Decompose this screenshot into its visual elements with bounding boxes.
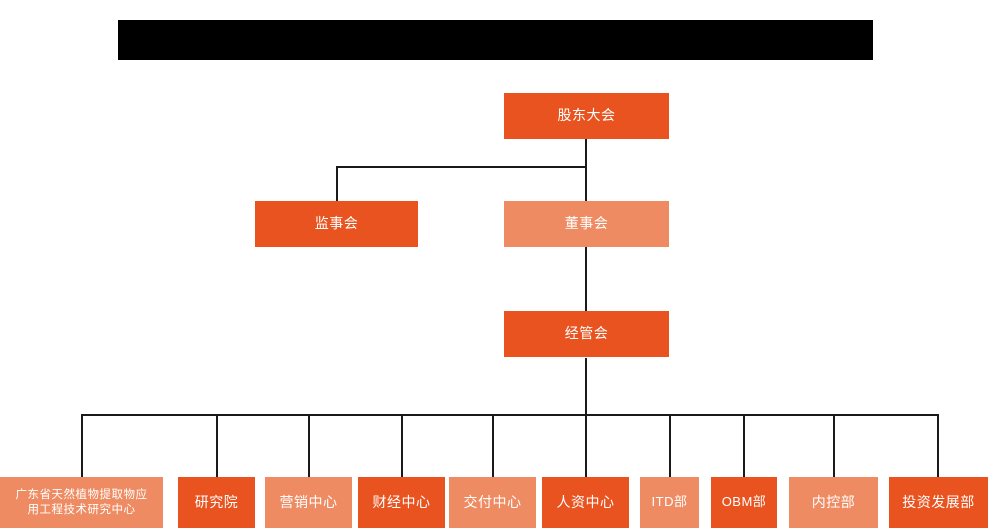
node-board-of-directors[interactable]: 董事会	[504, 201, 669, 247]
node-delivery-center[interactable]: 交付中心	[449, 477, 536, 528]
node-label: ITD部	[651, 494, 688, 510]
node-label: 研究院	[194, 493, 239, 510]
node-itd-department[interactable]: ITD部	[640, 477, 699, 528]
node-marketing-center[interactable]: 营销中心	[265, 477, 352, 528]
connector-drop-delivery-center	[492, 414, 494, 477]
node-internal-control-department[interactable]: 内控部	[789, 477, 878, 528]
node-finance-center[interactable]: 财经中心	[358, 477, 445, 528]
connector-drop-research-institute	[216, 414, 218, 477]
redacted-title-bar	[118, 20, 873, 60]
node-label: 监事会	[314, 215, 359, 232]
node-obm-department[interactable]: OBM部	[711, 477, 777, 528]
connector-drop-finance-center	[401, 414, 403, 477]
node-label: 人资中心	[556, 493, 615, 510]
node-label: 交付中心	[463, 493, 522, 510]
node-shareholders-meeting[interactable]: 股东大会	[504, 93, 669, 139]
node-investment-development-department[interactable]: 投资发展部	[889, 477, 988, 528]
node-engineering-research-center[interactable]: 广东省天然植物提取物应 用工程技术研究中心	[0, 477, 163, 528]
connector-level2-bus	[336, 166, 587, 168]
connector-bus-to-supervisors	[336, 166, 338, 201]
connector-drop-hr-center	[585, 414, 587, 477]
connector-shareholders-to-bus	[585, 139, 587, 167]
node-hr-center[interactable]: 人资中心	[542, 477, 629, 528]
node-label: 财经中心	[372, 493, 431, 510]
connector-directors-to-management	[585, 241, 587, 311]
node-label: 股东大会	[557, 107, 616, 124]
connector-drop-investment-development-department	[937, 414, 939, 477]
node-management-committee[interactable]: 经管会	[504, 311, 669, 357]
connector-drop-engineering-research-center	[81, 414, 83, 477]
connector-management-to-bus	[585, 358, 587, 415]
connector-drop-marketing-center	[308, 414, 310, 477]
connector-bus-to-directors	[585, 166, 587, 201]
node-research-institute[interactable]: 研究院	[178, 477, 255, 528]
connector-level4-bus	[81, 414, 939, 416]
connector-drop-obm-department	[743, 414, 745, 477]
node-label: 内控部	[811, 493, 856, 510]
node-label: 投资发展部	[902, 493, 975, 510]
node-label: 营销中心	[279, 493, 338, 510]
node-label: 董事会	[564, 215, 609, 232]
connector-drop-itd-department	[669, 414, 671, 477]
node-label: OBM部	[721, 494, 767, 510]
node-board-of-supervisors[interactable]: 监事会	[255, 201, 418, 247]
node-label: 经管会	[564, 325, 609, 342]
connector-drop-internal-control-department	[833, 414, 835, 477]
node-label: 广东省天然植物提取物应 用工程技术研究中心	[15, 489, 148, 516]
